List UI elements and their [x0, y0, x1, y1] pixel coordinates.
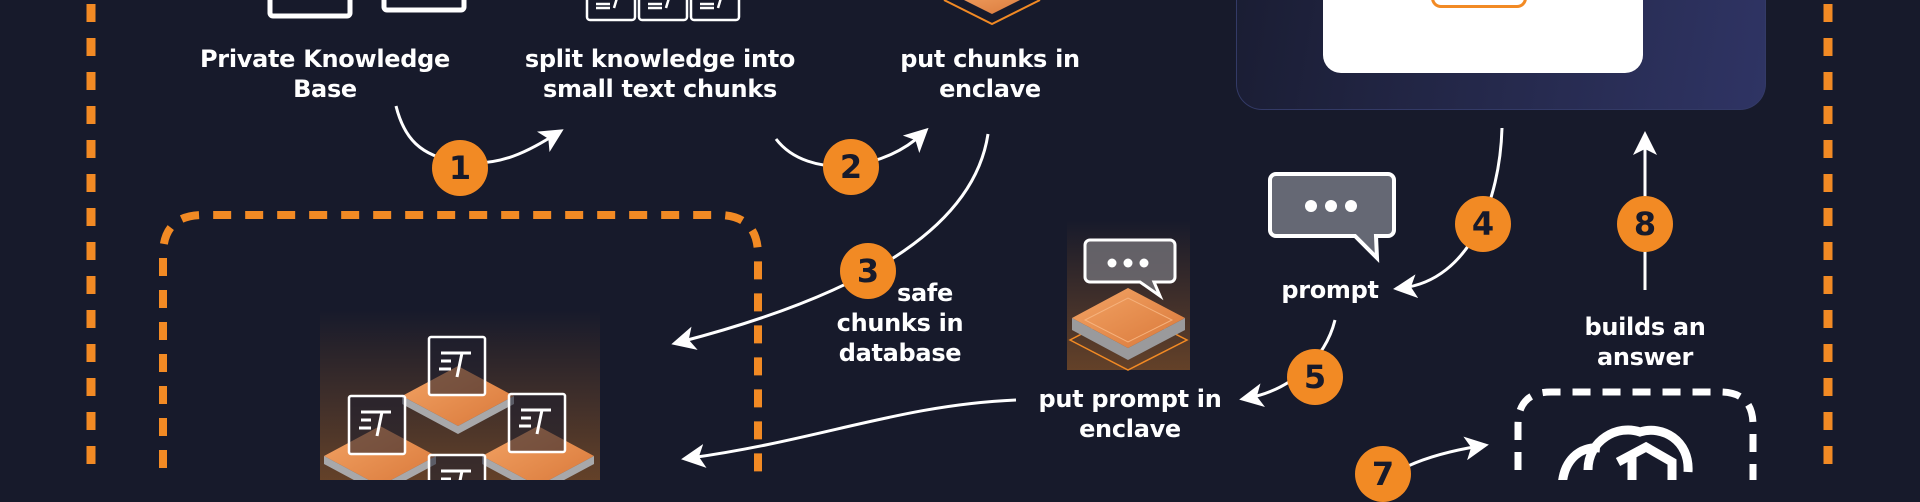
app-card: [1323, 0, 1643, 73]
label-enclave-chunks-line2: enclave: [939, 75, 1041, 103]
step-badge-1: 1: [432, 140, 488, 196]
arrow-step-3: [671, 133, 990, 350]
label-split-line2: small text chunks: [543, 75, 777, 103]
label-answer: builds an answer: [1570, 312, 1720, 372]
documents-icon: [267, 0, 467, 19]
label-knowledge-base: Private Knowledge Base: [190, 44, 460, 104]
label-database-line3: database: [838, 339, 962, 367]
step-badge-8: 8: [1617, 196, 1673, 252]
enclave-chat-icon: [1067, 220, 1190, 371]
label-answer-line2: answer: [1596, 343, 1694, 371]
label-enclave-prompt: put prompt in enclave: [1025, 384, 1235, 444]
arrow-step-6: [681, 398, 1017, 468]
label-enclave-chunks-line1: put chunks in: [900, 45, 1080, 73]
label-database-line2: chunks in: [836, 309, 964, 337]
label-prompt-line1: prompt: [1281, 276, 1379, 304]
label-enclave-prompt-line1: put prompt in: [1038, 385, 1222, 413]
app-window-icon: [1236, 0, 1766, 110]
step-badge-2: 2: [823, 139, 879, 195]
enclave-chip-icon: [943, 0, 1041, 26]
step-badge-4: 4: [1455, 196, 1511, 252]
label-enclave-chunks: put chunks in enclave: [880, 44, 1100, 104]
text-chunk-icon: [585, 0, 741, 22]
arrow-step-7: [1407, 436, 1489, 468]
chat-bubble-icon: [1268, 172, 1396, 264]
openai-logo-icon: [1558, 425, 1693, 480]
label-answer-line1: builds an: [1584, 313, 1706, 341]
label-knowledge-base-line2: Base: [293, 75, 357, 103]
label-prompt: prompt: [1270, 275, 1390, 305]
step-badge-3: 3: [840, 243, 896, 299]
label-enclave-prompt-line2: enclave: [1079, 415, 1181, 443]
label-knowledge-base-line1: Private Knowledge: [200, 45, 450, 73]
llm-boundary: [1514, 388, 1757, 480]
label-database-line1: safe: [897, 279, 953, 307]
label-split-line1: split knowledge into: [524, 45, 796, 73]
rag-enclave-diagram: [86, 0, 1833, 480]
database-boundary: [159, 211, 762, 480]
label-split: split knowledge into small text chunks: [520, 44, 800, 104]
step-badge-5: 5: [1287, 349, 1343, 405]
step-badge-7: 7: [1355, 446, 1411, 502]
database-chunks-icon: [320, 310, 600, 480]
app-submit-button[interactable]: [1431, 0, 1527, 8]
label-database: safe chunks in database: [830, 278, 970, 368]
